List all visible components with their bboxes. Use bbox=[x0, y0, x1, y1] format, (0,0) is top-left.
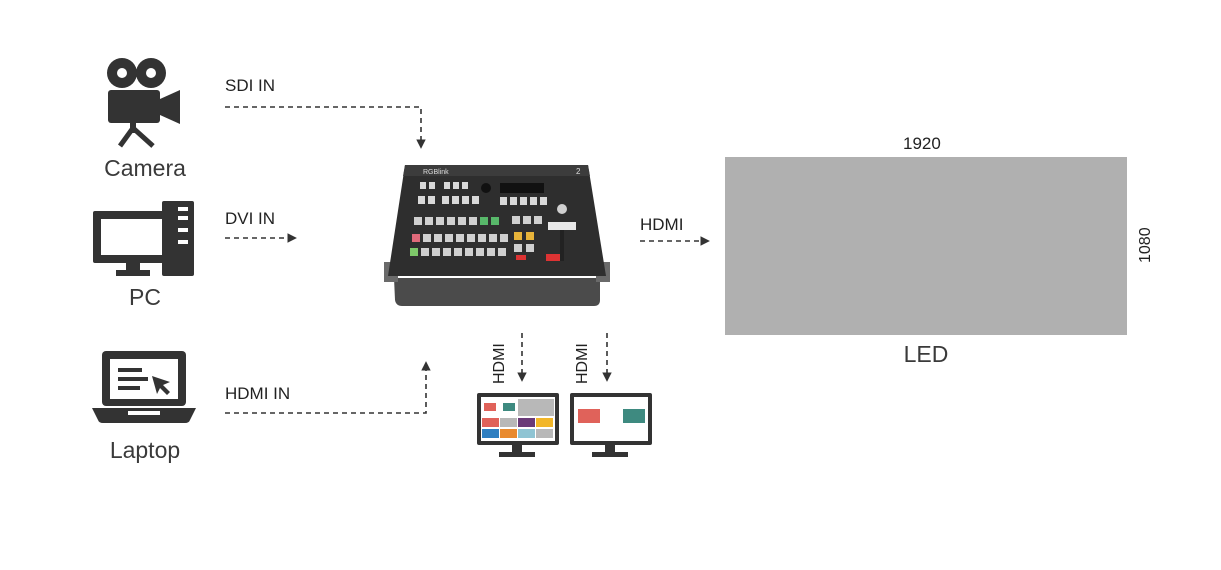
led-label: LED bbox=[903, 341, 949, 367]
switcher-model-badge: 2 bbox=[576, 167, 581, 176]
multiview-monitor-icon bbox=[477, 393, 559, 457]
led-width-label: 1920 bbox=[903, 134, 941, 153]
led-height-label: 1080 bbox=[1137, 227, 1154, 263]
laptop-icon bbox=[92, 351, 196, 423]
monitor1-hdmi-label: HDMI bbox=[491, 343, 508, 384]
video-switcher-icon: RGBlink 2 bbox=[384, 165, 610, 306]
camera-label: Camera bbox=[104, 155, 186, 181]
led-screen bbox=[725, 157, 1127, 335]
hdmi-in-label: HDMI IN bbox=[225, 384, 291, 403]
laptop-label: Laptop bbox=[109, 437, 181, 463]
monitor2-hdmi-label: HDMI bbox=[574, 343, 591, 384]
sdi-in-label: SDI IN bbox=[225, 76, 276, 95]
hdmi-output-label: HDMI bbox=[640, 215, 684, 234]
video-camera-icon bbox=[107, 58, 180, 148]
pc-label: PC bbox=[129, 284, 161, 310]
dvi-in-label: DVI IN bbox=[225, 209, 276, 228]
preview-monitor-icon bbox=[570, 393, 652, 457]
switcher-brand: RGBlink bbox=[423, 169, 449, 176]
desktop-pc-icon bbox=[93, 201, 194, 276]
